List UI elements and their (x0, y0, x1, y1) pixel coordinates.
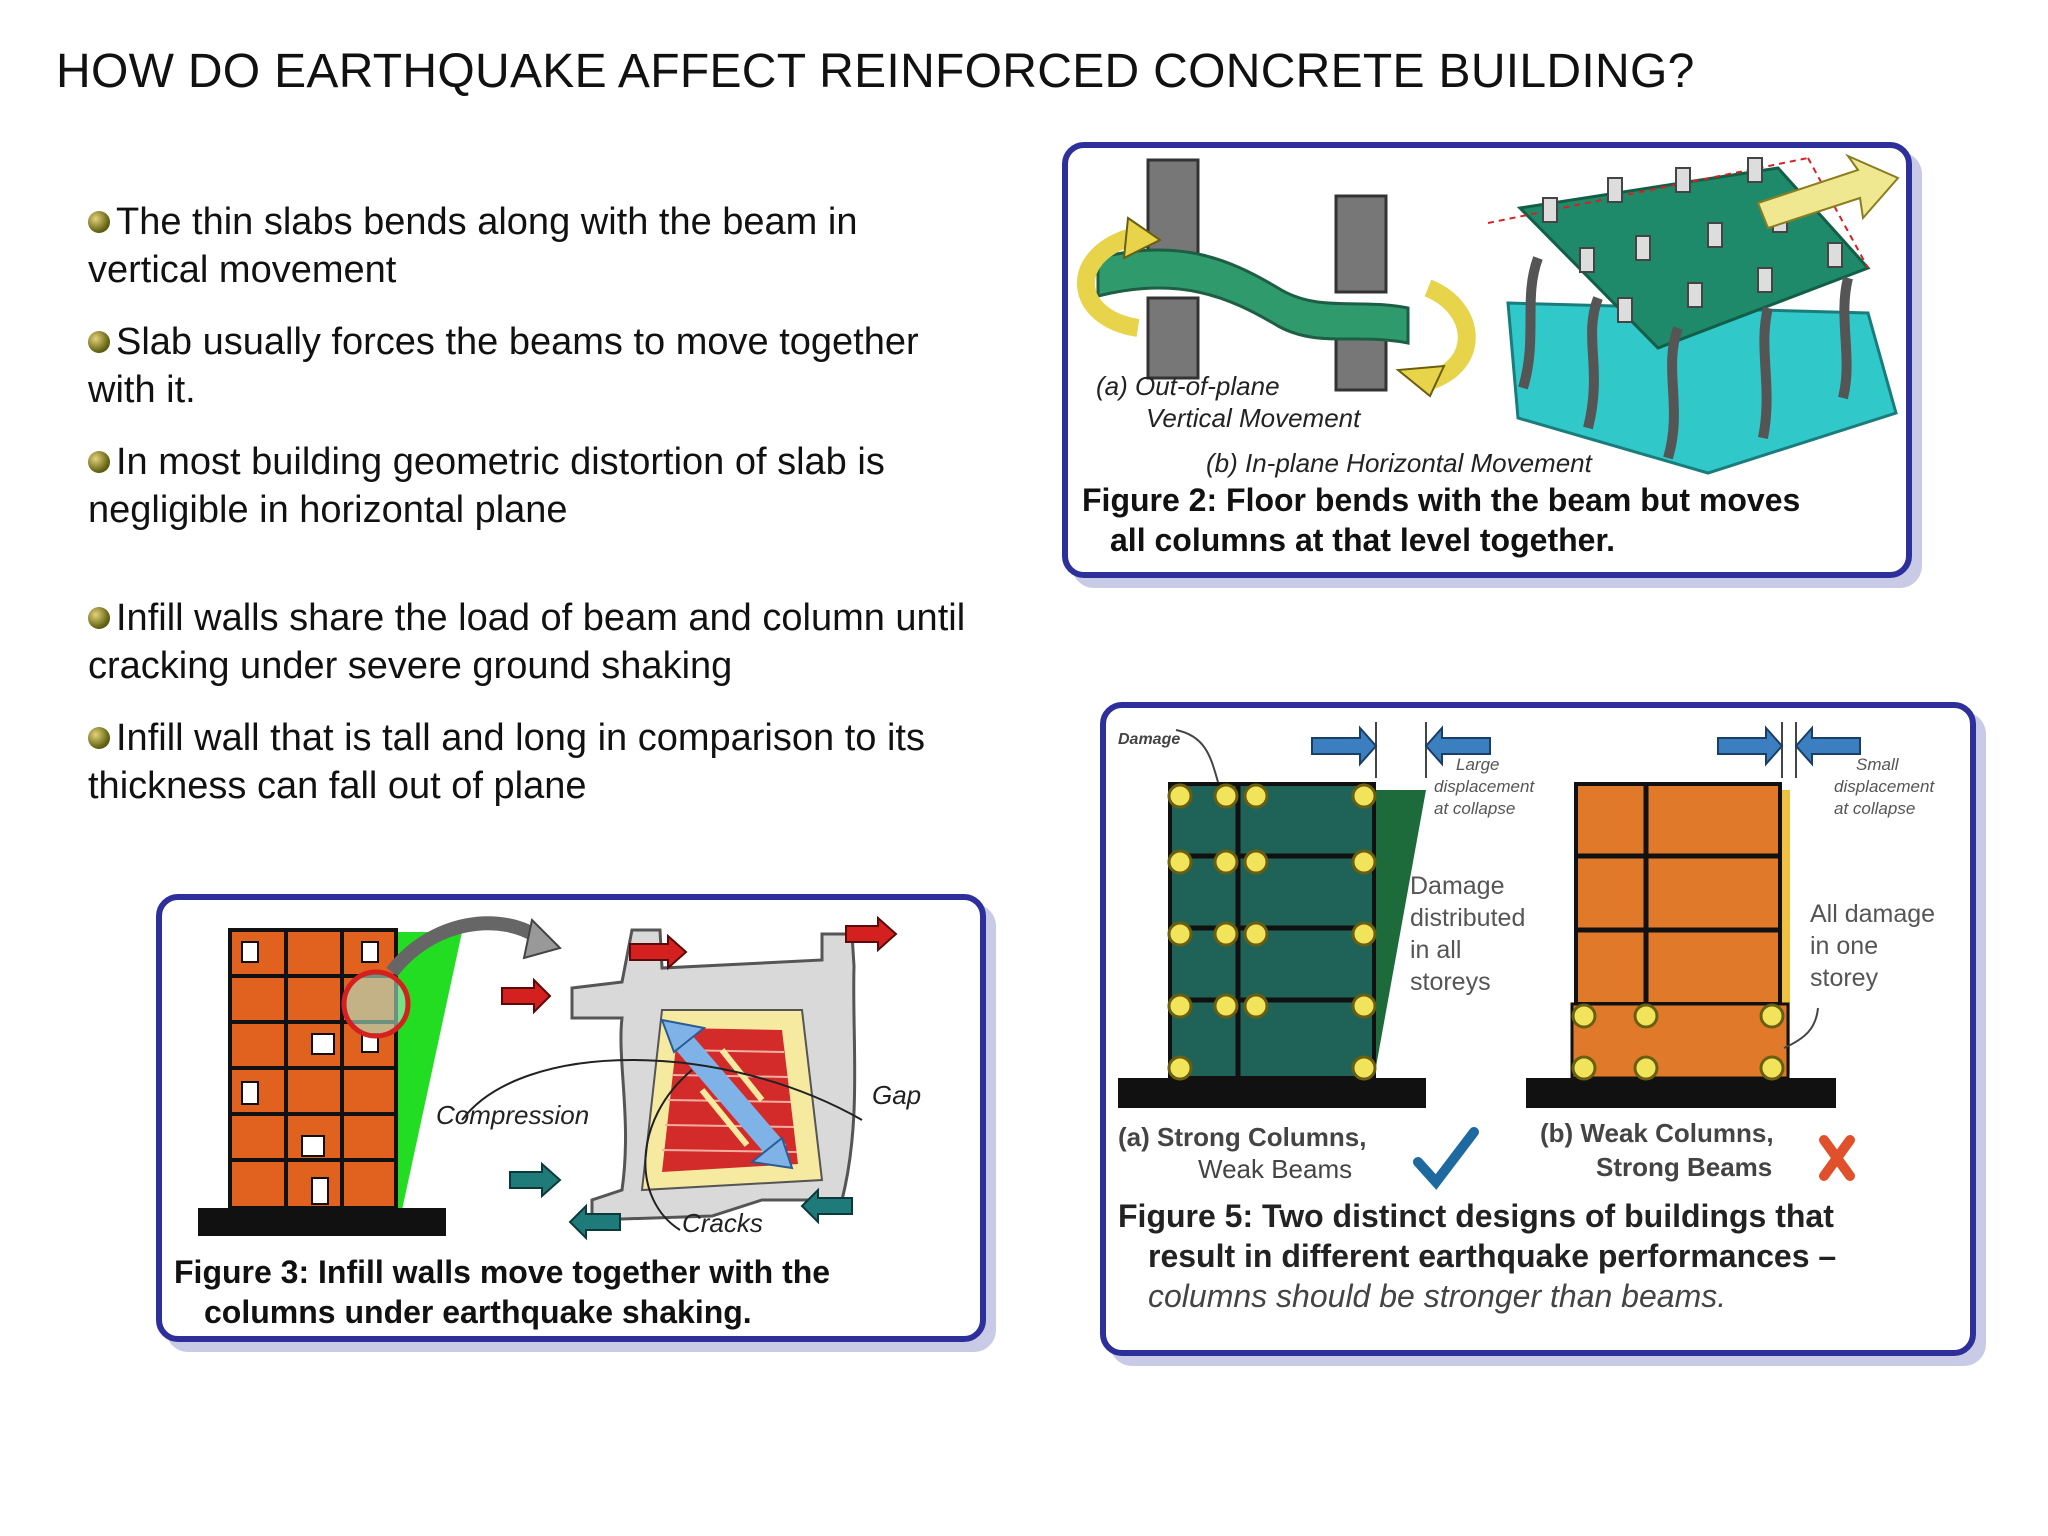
fig3-compression-label: Compression (436, 1100, 589, 1130)
bullet-item: Infill walls share the load of beam and … (88, 597, 966, 687)
fig5-damage-label: Damage (1118, 731, 1180, 748)
fig5-label-a-line1: (a) Strong Columns, (1118, 1122, 1366, 1152)
bullet-item: The thin slabs bends along with the beam… (88, 201, 858, 291)
figure-5: Damage Large displacement at collapse Sm… (1100, 702, 1976, 1356)
bullet-icon (88, 451, 110, 473)
fig2-label-a-line1: (a) Out-of-plane (1096, 371, 1280, 401)
fig5-label-a-line2: Weak Beams (1198, 1154, 1352, 1184)
bullet-icon (88, 607, 110, 629)
figure-3-illustration: Compression Gap Cracks (198, 915, 921, 1241)
fig3-caption: Figure 3: Infill walls move together wit… (174, 1254, 831, 1330)
svg-text:Small: Small (1856, 755, 1900, 774)
svg-text:Large: Large (1456, 755, 1499, 774)
figure-2: (a) Out-of-plane Vertical Movement (b) I… (1062, 142, 1912, 578)
checkmark-icon (1413, 1127, 1479, 1190)
figure-3: Compression Gap Cracks Figure 3: Infill … (156, 894, 986, 1342)
fig3-cracks-label: Cracks (682, 1208, 763, 1238)
fig5-caption: Figure 5: Two distinct designs of buildi… (1118, 1198, 1837, 1314)
fig2-label-a-line2: Vertical Movement (1146, 403, 1362, 433)
svg-text:distributed: distributed (1410, 904, 1525, 932)
fig5-label-b-line2: Strong Beams (1596, 1152, 1772, 1182)
svg-text:Damage: Damage (1410, 872, 1505, 900)
svg-text:storey: storey (1810, 964, 1879, 992)
svg-text:displacement: displacement (1434, 777, 1535, 796)
fig3-gap-label: Gap (872, 1080, 921, 1110)
svg-text:in all: in all (1410, 936, 1461, 964)
bullet-list: The thin slabs bends along with the beam… (88, 198, 968, 810)
cross-icon (1819, 1135, 1855, 1181)
figure-5-illustration: Damage Large displacement at collapse Sm… (1118, 722, 1935, 1190)
fig5-label-b-line1: (b) Weak Columns, (1540, 1118, 1774, 1148)
svg-text:in one: in one (1810, 932, 1878, 960)
svg-text:displacement: displacement (1834, 777, 1935, 796)
bullet-icon (88, 727, 110, 749)
bullet-item: In most building geometric distortion of… (88, 441, 885, 531)
svg-text:All damage: All damage (1810, 900, 1935, 928)
figure-2-illustration: (a) Out-of-plane Vertical Movement (b) I… (1077, 153, 1900, 478)
bullet-item: Slab usually forces the beams to move to… (88, 321, 919, 411)
fig2-label-b: (b) In-plane Horizontal Movement (1206, 448, 1594, 478)
svg-text:at collapse: at collapse (1434, 799, 1515, 818)
svg-text:at collapse: at collapse (1834, 799, 1915, 818)
bullet-icon (88, 211, 110, 233)
bullet-icon (88, 331, 110, 353)
svg-text:storeys: storeys (1410, 968, 1491, 996)
bullet-item: Infill wall that is tall and long in com… (88, 717, 925, 807)
page-title: HOW DO EARTHQUAKE AFFECT REINFORCED CONC… (56, 45, 1695, 98)
fig2-caption: Figure 2: Floor bends with the beam but … (1082, 482, 1801, 558)
